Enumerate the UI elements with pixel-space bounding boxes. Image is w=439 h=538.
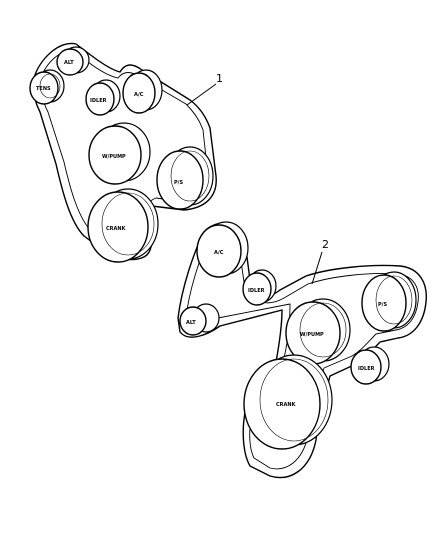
pulley-label-ac-2: A/C: [214, 250, 224, 256]
belt-diagram-2: A/C IDLER ALT P/S W/PUMP: [177, 221, 427, 479]
pulley-label-alt: ALT: [64, 60, 74, 66]
water-pump-pulley: W/PUMP: [88, 122, 151, 185]
pulley-label-alt-2: ALT: [186, 320, 196, 326]
idler-pulley-upper: IDLER: [242, 269, 277, 306]
pulley-label-tens: TENS: [36, 86, 51, 92]
alternator-pulley-2: ALT: [179, 303, 220, 336]
belt-diagram-1: TENS ALT IDLER A/C W/PUMP: [29, 42, 223, 263]
alternator-pulley: ALT: [56, 46, 90, 76]
idler-pulley: IDLER: [85, 79, 121, 116]
crankshaft-pulley-2: CRANK: [243, 354, 333, 450]
pulley-label-crank-2: CRANK: [276, 402, 297, 408]
callout-2: 2: [322, 238, 329, 251]
callout-2-leader: [311, 251, 323, 285]
tensioner-pulley: TENS: [29, 69, 65, 105]
pulley-label-idler: IDLER: [90, 98, 107, 104]
power-steering-pulley-2: P/S: [361, 271, 417, 332]
pulley-label-ps: P/S: [174, 180, 183, 186]
power-steering-pulley: P/S: [156, 146, 214, 210]
pulley-label-ac: A/C: [134, 92, 144, 98]
pulley-label-wpump: W/PUMP: [102, 154, 126, 160]
pulley-label-idler-lower: IDLER: [358, 366, 375, 372]
callout-1: 1: [216, 72, 223, 85]
pulley-label-crank: CRANK: [106, 226, 127, 232]
pulley-label-wpump-2: W/PUMP: [300, 332, 324, 338]
idler-pulley-lower: IDLER: [350, 346, 390, 385]
crankshaft-pulley: CRANK: [87, 188, 159, 263]
serpentine-belt-1: [32, 42, 217, 261]
ac-compressor-pulley: A/C: [122, 69, 163, 114]
ac-compressor-pulley-2: A/C: [196, 221, 249, 278]
pulley-label-idler-upper: IDLER: [248, 288, 265, 294]
water-pump-pulley-2: W/PUMP: [285, 298, 351, 365]
callout-1-leader: [186, 83, 217, 106]
pulley-label-ps-2: P/S: [378, 302, 387, 308]
